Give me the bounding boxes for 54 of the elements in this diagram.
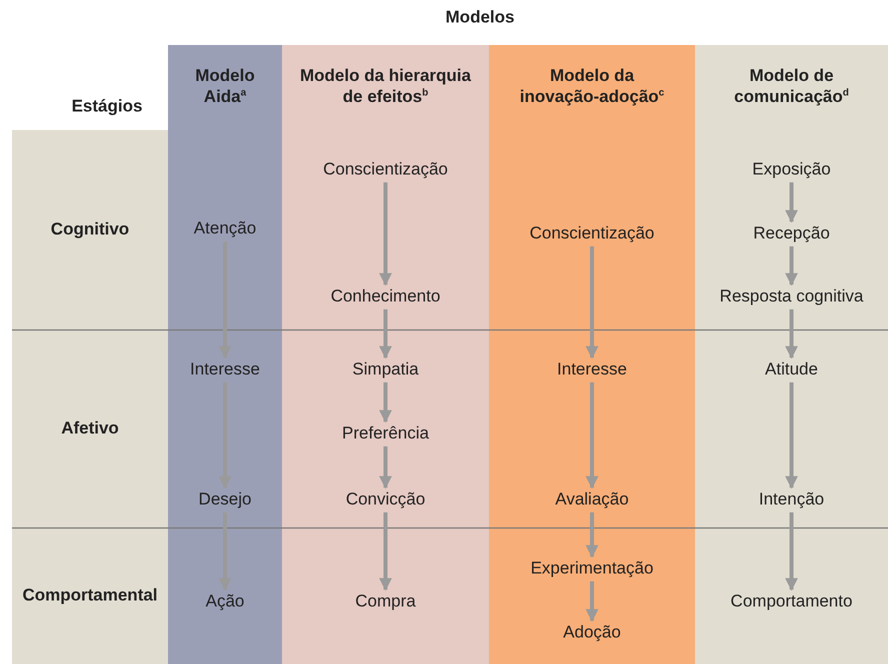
arrow	[586, 512, 598, 558]
stage-text: Avaliação	[555, 490, 629, 510]
column-band	[168, 45, 282, 664]
diagram-title: Modelos	[446, 8, 514, 28]
arrow	[586, 246, 598, 359]
column-heading: Modelo Aida$^{a}$	[194, 65, 256, 108]
stage-text: Compra	[355, 592, 416, 612]
arrow	[785, 382, 798, 489]
stage-text: Simpatia	[352, 360, 419, 380]
arrow	[586, 581, 598, 622]
stage-text: Conhecimento	[330, 288, 440, 306]
stage-label: Cognitivo	[50, 220, 130, 240]
arrow	[218, 241, 232, 359]
column-heading: Modelo da inovação-adoção$^{c}$	[518, 65, 666, 108]
stage-text: Exposição	[752, 160, 831, 180]
stage-text: Interesse	[557, 360, 627, 380]
stage-text: Interesse	[190, 360, 260, 380]
column-heading: Modelo da hierarquia de efeitos$^{b}$	[299, 65, 472, 108]
row-band	[12, 330, 168, 528]
stage-text: Adoção	[563, 624, 621, 642]
stage-label: Comportamental	[22, 586, 158, 606]
column-band	[282, 45, 489, 664]
stage-text: Convicção	[346, 490, 426, 510]
arrow	[379, 446, 392, 489]
stage-text: Desejo	[198, 490, 252, 510]
stage-text: Atitude	[765, 360, 818, 380]
row-band	[12, 528, 168, 664]
arrow	[586, 382, 598, 489]
stage-text: Resposta cognitiva	[720, 288, 864, 306]
column-heading: Modelo de comunicação$^{d}$	[733, 65, 850, 108]
arrow	[218, 382, 232, 489]
stage-text: Comportamento	[730, 592, 852, 612]
stage-text: Conscientização	[323, 160, 448, 180]
arrow	[379, 512, 392, 591]
column-band	[489, 45, 695, 664]
arrow	[218, 512, 232, 591]
row-band	[12, 130, 168, 330]
arrow	[785, 309, 798, 359]
column-heading: Estágios	[72, 98, 142, 116]
stage-text: Conscientização	[530, 224, 654, 244]
stage-text: Recepção	[753, 224, 830, 244]
stage-text: Atenção	[194, 220, 256, 238]
arrow	[785, 512, 798, 591]
column-band	[695, 45, 888, 664]
arrow	[379, 182, 392, 286]
arrow	[785, 182, 798, 223]
arrow	[785, 246, 798, 286]
stage-text: Preferência	[342, 424, 429, 444]
arrow	[379, 382, 392, 423]
stage-text: Intenção	[758, 490, 824, 510]
stage-text: Experimentação	[530, 560, 654, 578]
stage-label: Afetivo	[61, 420, 119, 438]
arrow	[379, 309, 392, 359]
stage-text: Ação	[206, 592, 244, 612]
